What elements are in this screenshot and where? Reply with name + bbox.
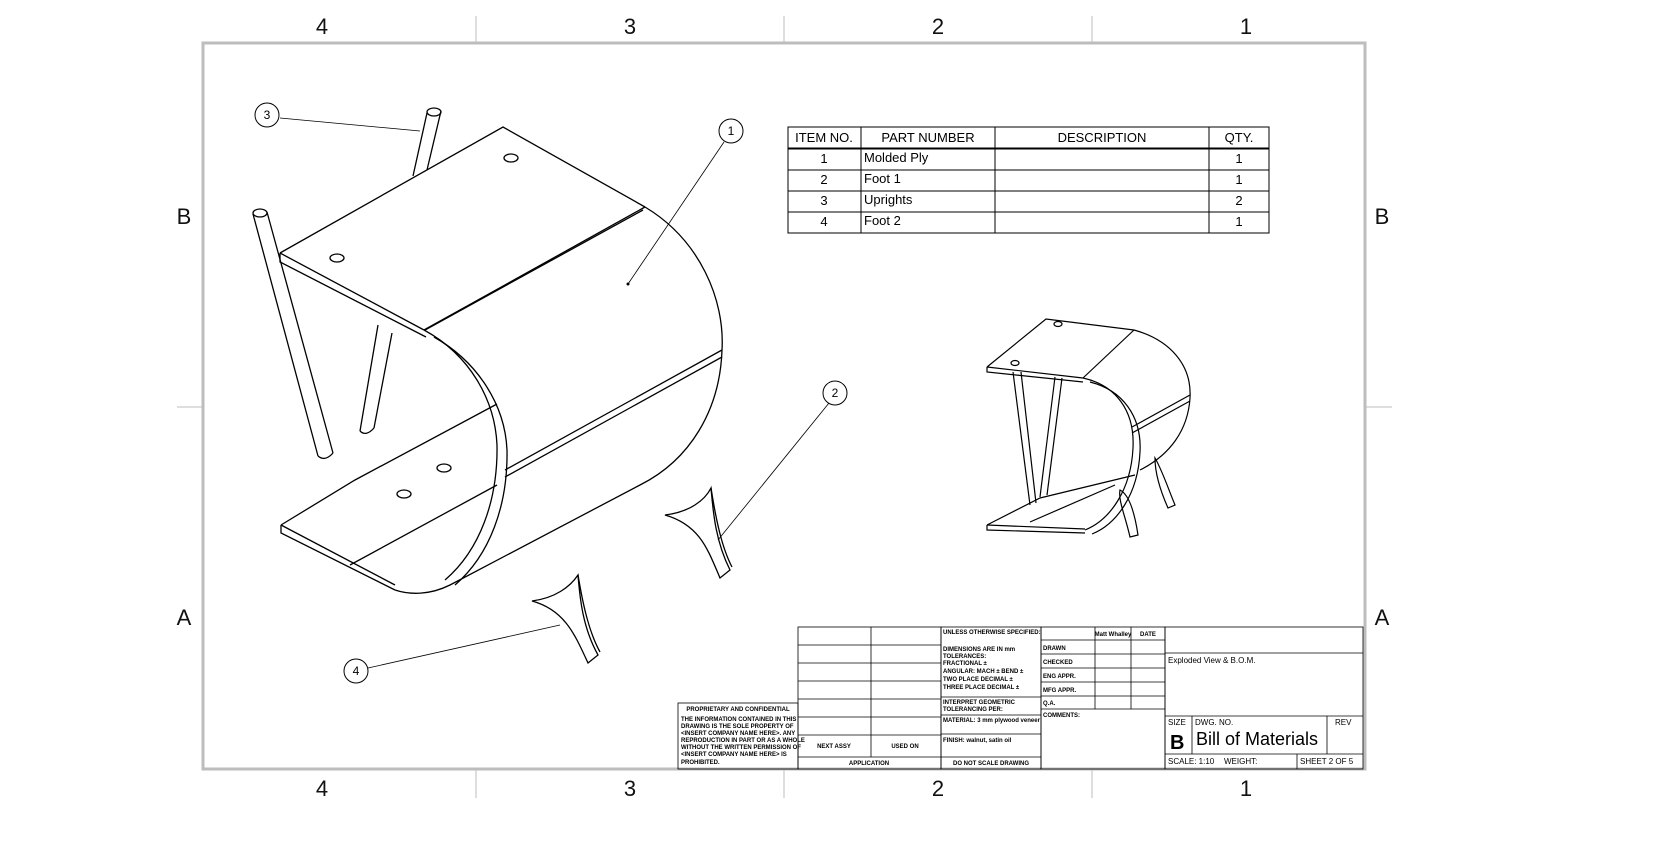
bom-row-1-qty: 1 xyxy=(1235,151,1242,166)
proprietary-line-7: PROHIBITED. xyxy=(681,760,720,766)
next-assy-label: NEXT ASSY xyxy=(817,744,851,750)
zone-row-b-right: B xyxy=(1375,204,1390,229)
used-on-label: USED ON xyxy=(891,744,918,750)
weight-label: WEIGHT: xyxy=(1224,757,1257,766)
dwg-no-value: Bill of Materials xyxy=(1196,729,1318,749)
proprietary-line-3: <INSERT COMPANY NAME HERE>. ANY xyxy=(681,731,795,737)
zone-row-a-right: A xyxy=(1375,605,1390,630)
leader-dot-1 xyxy=(626,282,630,286)
proprietary-line-1: THE INFORMATION CONTAINED IN THIS xyxy=(681,717,796,723)
balloon-4: 4 xyxy=(343,658,369,684)
bom-row-2-part: Foot 1 xyxy=(864,171,901,186)
bom-header-part: PART NUMBER xyxy=(881,130,974,145)
dims-line-4: ANGULAR: MACH ± BEND ± xyxy=(943,669,1024,675)
role-eng-appr: ENG APPR. xyxy=(1043,674,1076,680)
proprietary-line-5: WITHOUT THE WRITTEN PERMISSION OF xyxy=(681,745,801,751)
material-label: MATERIAL: 3 mm plywood veneer xyxy=(943,718,1041,724)
dwg-no-label: DWG. NO. xyxy=(1195,718,1233,727)
bom-header-qty: QTY. xyxy=(1225,130,1254,145)
svg-text:1: 1 xyxy=(728,124,735,138)
proprietary-line-2: DRAWING IS THE SOLE PROPERTY OF xyxy=(681,724,794,730)
zone-row-b-left: B xyxy=(177,204,192,229)
bom-header-description: DESCRIPTION xyxy=(1058,130,1147,145)
dims-line-1: DIMENSIONS ARE IN mm xyxy=(943,647,1015,653)
molded-ply-exploded xyxy=(279,126,723,594)
zone-col-4-bottom: 4 xyxy=(316,776,328,801)
balloon-2: 2 xyxy=(822,380,848,406)
zone-col-2-bottom: 2 xyxy=(932,776,944,801)
bom-row-3-part: Uprights xyxy=(864,192,913,207)
finish-label: FINISH: walnut, satin oil xyxy=(943,738,1012,744)
svg-text:3: 3 xyxy=(264,108,271,122)
bom-header-item: ITEM NO. xyxy=(795,130,853,145)
foot-1-exploded xyxy=(664,485,733,580)
bom-row-1-item: 1 xyxy=(820,151,827,166)
leader-lines xyxy=(279,117,830,669)
uprights-exploded xyxy=(252,107,442,460)
zone-col-1-bottom: 1 xyxy=(1240,776,1252,801)
zone-col-1-top: 1 xyxy=(1240,14,1252,39)
application-label: APPLICATION xyxy=(849,761,889,767)
dims-line-2: TOLERANCES: xyxy=(943,654,986,660)
dims-line-3: FRACTIONAL ± xyxy=(943,661,988,667)
role-drawn: DRAWN xyxy=(1043,646,1066,652)
name-value: Matt Whalley xyxy=(1095,632,1132,638)
zone-col-4-top: 4 xyxy=(316,14,328,39)
size-label: SIZE xyxy=(1168,718,1186,727)
dims-line-6: THREE PLACE DECIMAL ± xyxy=(943,685,1020,691)
bom-row-3-qty: 2 xyxy=(1235,193,1242,208)
size-value: B xyxy=(1170,732,1184,754)
role-comments: COMMENTS: xyxy=(1043,713,1080,719)
proprietary-line-6: <INSERT COMPANY NAME HERE> IS xyxy=(681,752,787,758)
svg-text:2: 2 xyxy=(832,386,839,400)
role-qa: Q.A. xyxy=(1043,701,1056,707)
zone-ticks xyxy=(177,16,1392,798)
dims-line-5: TWO PLACE DECIMAL ± xyxy=(943,677,1014,683)
zone-col-2-top: 2 xyxy=(932,14,944,39)
balloon-3: 3 xyxy=(254,102,280,128)
balloon-1: 1 xyxy=(718,118,744,144)
bom-row-1-part: Molded Ply xyxy=(864,150,929,165)
do-not-scale-label: DO NOT SCALE DRAWING xyxy=(953,761,1029,767)
proprietary-heading: PROPRIETARY AND CONFIDENTIAL xyxy=(686,707,790,713)
interpret-label: INTERPRET GEOMETRIC xyxy=(943,700,1016,706)
bom-row-4-qty: 1 xyxy=(1235,214,1242,229)
bom-row-2-item: 2 xyxy=(820,172,827,187)
assembled-view xyxy=(986,318,1191,538)
foot-2-exploded xyxy=(531,573,601,665)
bom-table xyxy=(787,126,1270,234)
role-mfg-appr: MFG APPR. xyxy=(1043,688,1076,694)
svg-text:4: 4 xyxy=(353,664,360,678)
sheet-label: SHEET 2 OF 5 xyxy=(1300,757,1354,766)
unless-specified: UNLESS OTHERWISE SPECIFIED: xyxy=(943,630,1041,636)
tolerancing-label: TOLERANCING PER: xyxy=(943,707,1003,713)
zone-col-3-top: 3 xyxy=(624,14,636,39)
bom-row-3-item: 3 xyxy=(820,193,827,208)
rev-label: REV xyxy=(1335,718,1352,727)
role-checked: CHECKED xyxy=(1043,660,1073,666)
bom-row-4-item: 4 xyxy=(820,214,827,229)
zone-row-a-left: A xyxy=(177,605,192,630)
bom-row-2-qty: 1 xyxy=(1235,172,1242,187)
bom-row-4-part: Foot 2 xyxy=(864,213,901,228)
proprietary-line-4: REPRODUCTION IN PART OR AS A WHOLE xyxy=(681,738,805,744)
zone-col-3-bottom: 3 xyxy=(624,776,636,801)
date-header: DATE xyxy=(1140,632,1156,638)
scale-label: SCALE: 1:10 xyxy=(1168,757,1215,766)
drawing-title: Exploded View & B.O.M. xyxy=(1168,656,1255,665)
title-block-grid xyxy=(677,626,1364,770)
